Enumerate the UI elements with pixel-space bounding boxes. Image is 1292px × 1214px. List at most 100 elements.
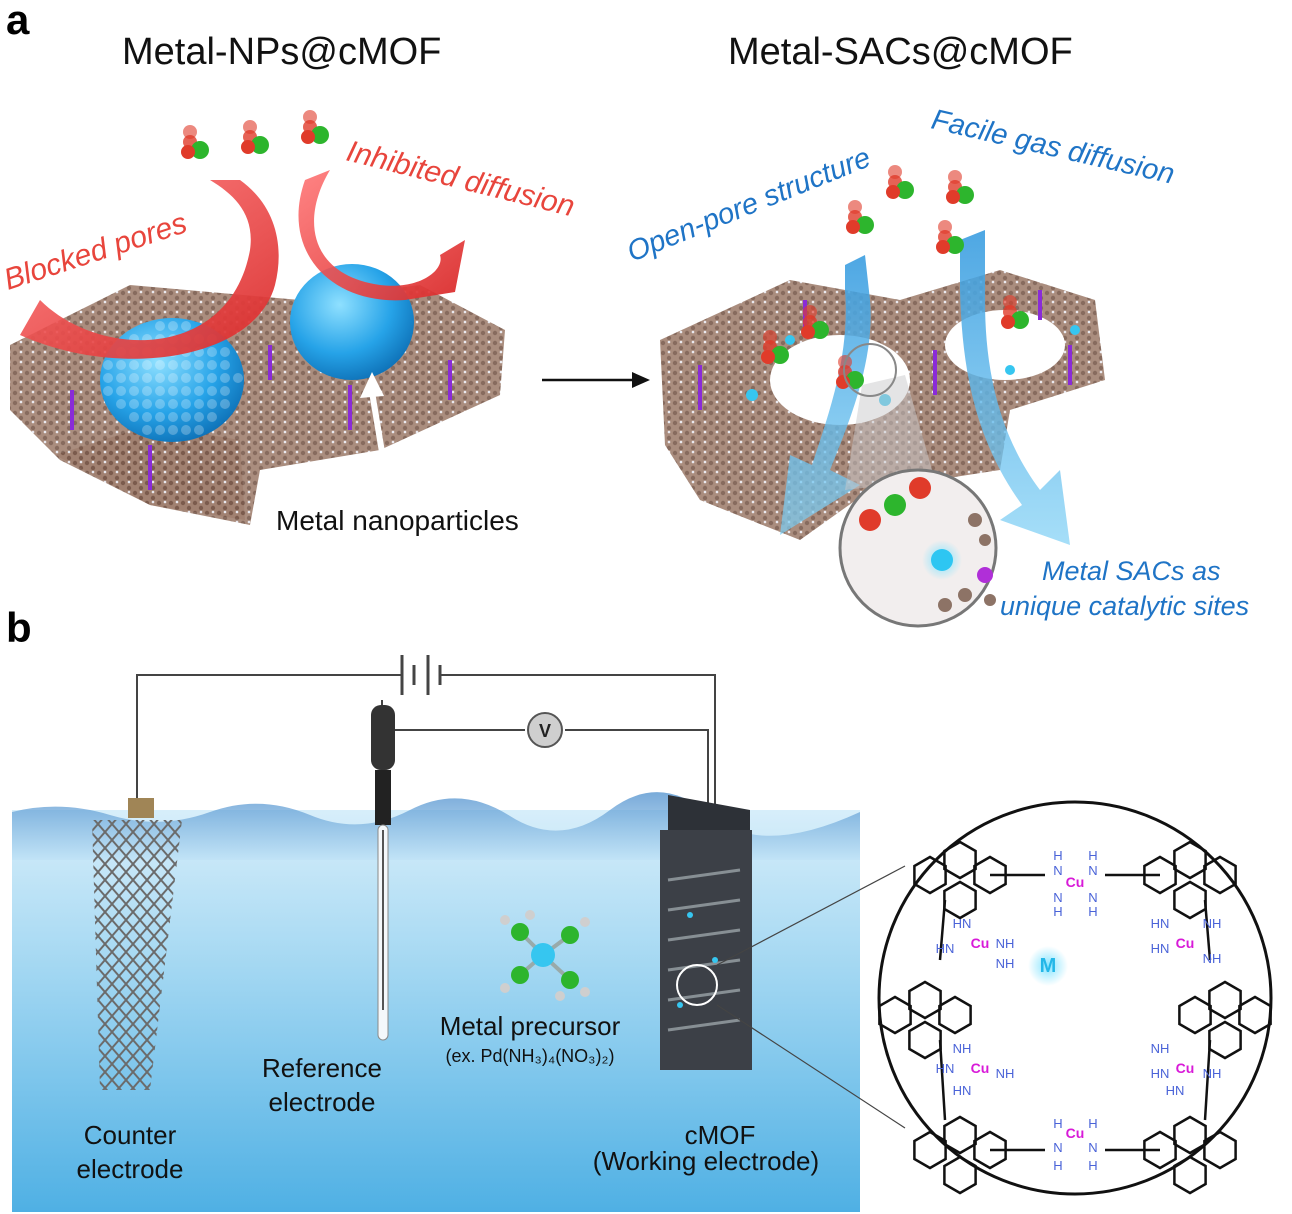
nanoparticle-atom xyxy=(207,360,217,370)
benzene-ring xyxy=(943,840,977,880)
reference-electrode xyxy=(371,705,395,1041)
label-cmof-2: (Working electrode) xyxy=(593,1146,819,1176)
co2-molecules-right xyxy=(761,165,1029,389)
label-sacs-line1: Metal SACs as xyxy=(1042,556,1221,586)
amine-label: H xyxy=(1053,848,1062,863)
nanoparticle-atom xyxy=(168,386,178,396)
metal-precursor-molecule xyxy=(500,910,590,1001)
amine-label: H xyxy=(1088,848,1097,863)
amine-label: HN xyxy=(1151,941,1170,956)
nanoparticle-atom xyxy=(207,399,217,409)
sac-zoom-circle xyxy=(838,343,998,628)
amine-label: NH xyxy=(953,1041,972,1056)
nanoparticle-atom xyxy=(194,360,204,370)
left-mof-framework xyxy=(10,285,505,525)
circuit-wires xyxy=(136,674,716,810)
nanoparticle-atom xyxy=(155,412,165,422)
nanoparticle-atom xyxy=(142,373,152,383)
nanoparticle-atom xyxy=(155,321,165,331)
nanoparticle-atom xyxy=(220,399,230,409)
co2-molecule-icon xyxy=(801,305,829,339)
amine-label: HN xyxy=(953,1083,972,1098)
bond xyxy=(1203,1039,1212,1121)
co2-molecule-icon xyxy=(181,125,209,159)
label-counter-1: Counter xyxy=(84,1120,177,1150)
co2-molecule-icon xyxy=(846,200,874,234)
benzene-ring xyxy=(1173,880,1207,920)
amine-label: H xyxy=(1053,904,1062,919)
cu-atom-label: Cu xyxy=(1176,1060,1195,1076)
cu-atom-label: Cu xyxy=(1066,874,1085,890)
nanoparticle-atom xyxy=(103,373,113,383)
nanoparticle-pointer-icon xyxy=(360,372,388,471)
co2-molecule-icon xyxy=(886,165,914,199)
co2-molecule-icon xyxy=(946,170,974,204)
amine-label: N xyxy=(1053,1140,1062,1155)
transformation-arrow-icon xyxy=(542,372,650,388)
nanoparticle-atom xyxy=(220,386,230,396)
bond xyxy=(1203,899,1212,961)
cu-atom-label: Cu xyxy=(971,1060,990,1076)
cu-atom-label: Cu xyxy=(1176,935,1195,951)
amine-label: N xyxy=(1088,890,1097,905)
cu-atom-label: Cu xyxy=(1066,1125,1085,1141)
benzene-ring xyxy=(908,1020,942,1060)
nanoparticle-atom xyxy=(142,386,152,396)
nanoparticle-atom xyxy=(207,347,217,357)
nanoparticle-atom xyxy=(220,360,230,370)
label-sacs-line2: unique catalytic sites xyxy=(1000,591,1249,621)
counter-electrode xyxy=(92,798,182,1090)
nanoparticle-atom xyxy=(168,321,178,331)
amine-label: NH xyxy=(1203,916,1222,931)
label-reference-2: electrode xyxy=(269,1087,376,1117)
benzene-ring xyxy=(943,1115,977,1155)
benzene-ring xyxy=(938,995,972,1035)
nanoparticle-atom xyxy=(142,412,152,422)
benzene-ring xyxy=(1173,1155,1207,1195)
nanoparticle-atom xyxy=(168,412,178,422)
nanoparticle-atom xyxy=(116,373,126,383)
nanoparticle-atom xyxy=(142,399,152,409)
benzene-ring xyxy=(943,880,977,920)
bond xyxy=(938,899,947,961)
amine-label: NH xyxy=(1151,1041,1170,1056)
amine-label: NH xyxy=(996,936,1015,951)
amine-label: NH xyxy=(996,956,1015,971)
benzene-ring xyxy=(1238,995,1272,1035)
single-atom-metal-label: M xyxy=(1040,955,1057,977)
nanoparticle-atom xyxy=(129,386,139,396)
amine-label: H xyxy=(1053,1158,1062,1173)
left-title: Metal-NPs@cMOF xyxy=(122,31,441,73)
benzene-ring xyxy=(1203,1130,1237,1170)
label-blocked-pores: Blocked pores xyxy=(0,207,191,297)
amine-label: HN xyxy=(936,941,955,956)
nanoparticle-atom xyxy=(129,399,139,409)
nanoparticle-atom xyxy=(155,399,165,409)
co2-molecule-icon xyxy=(1001,295,1029,329)
nanoparticle-atom xyxy=(142,360,152,370)
label-precursor-1: Metal precursor xyxy=(440,1011,621,1041)
benzene-ring xyxy=(943,1155,977,1195)
nanoparticle-atom xyxy=(181,425,191,435)
nanoparticle-atom xyxy=(181,412,191,422)
bond xyxy=(938,1039,947,1121)
blocked-arrow-icon xyxy=(20,180,279,359)
co2-molecule-icon xyxy=(936,220,964,254)
label-reference-1: Reference xyxy=(262,1053,382,1083)
nanoparticle-atom xyxy=(116,360,126,370)
benzene-ring xyxy=(908,980,942,1020)
benzene-ring xyxy=(973,855,1007,895)
co2-molecule-icon xyxy=(761,330,789,364)
label-cmof-1: cMOF xyxy=(685,1120,756,1150)
amine-label: HN xyxy=(936,1061,955,1076)
co2-molecules-left xyxy=(181,110,329,159)
nanoparticle-atom xyxy=(129,360,139,370)
nanoparticle-atom xyxy=(207,386,217,396)
nanoparticle-atom xyxy=(207,412,217,422)
benzene-ring xyxy=(1203,855,1237,895)
nanoparticle-atom xyxy=(181,399,191,409)
nanoparticle-atom xyxy=(155,373,165,383)
amine-label: H xyxy=(1088,1116,1097,1131)
